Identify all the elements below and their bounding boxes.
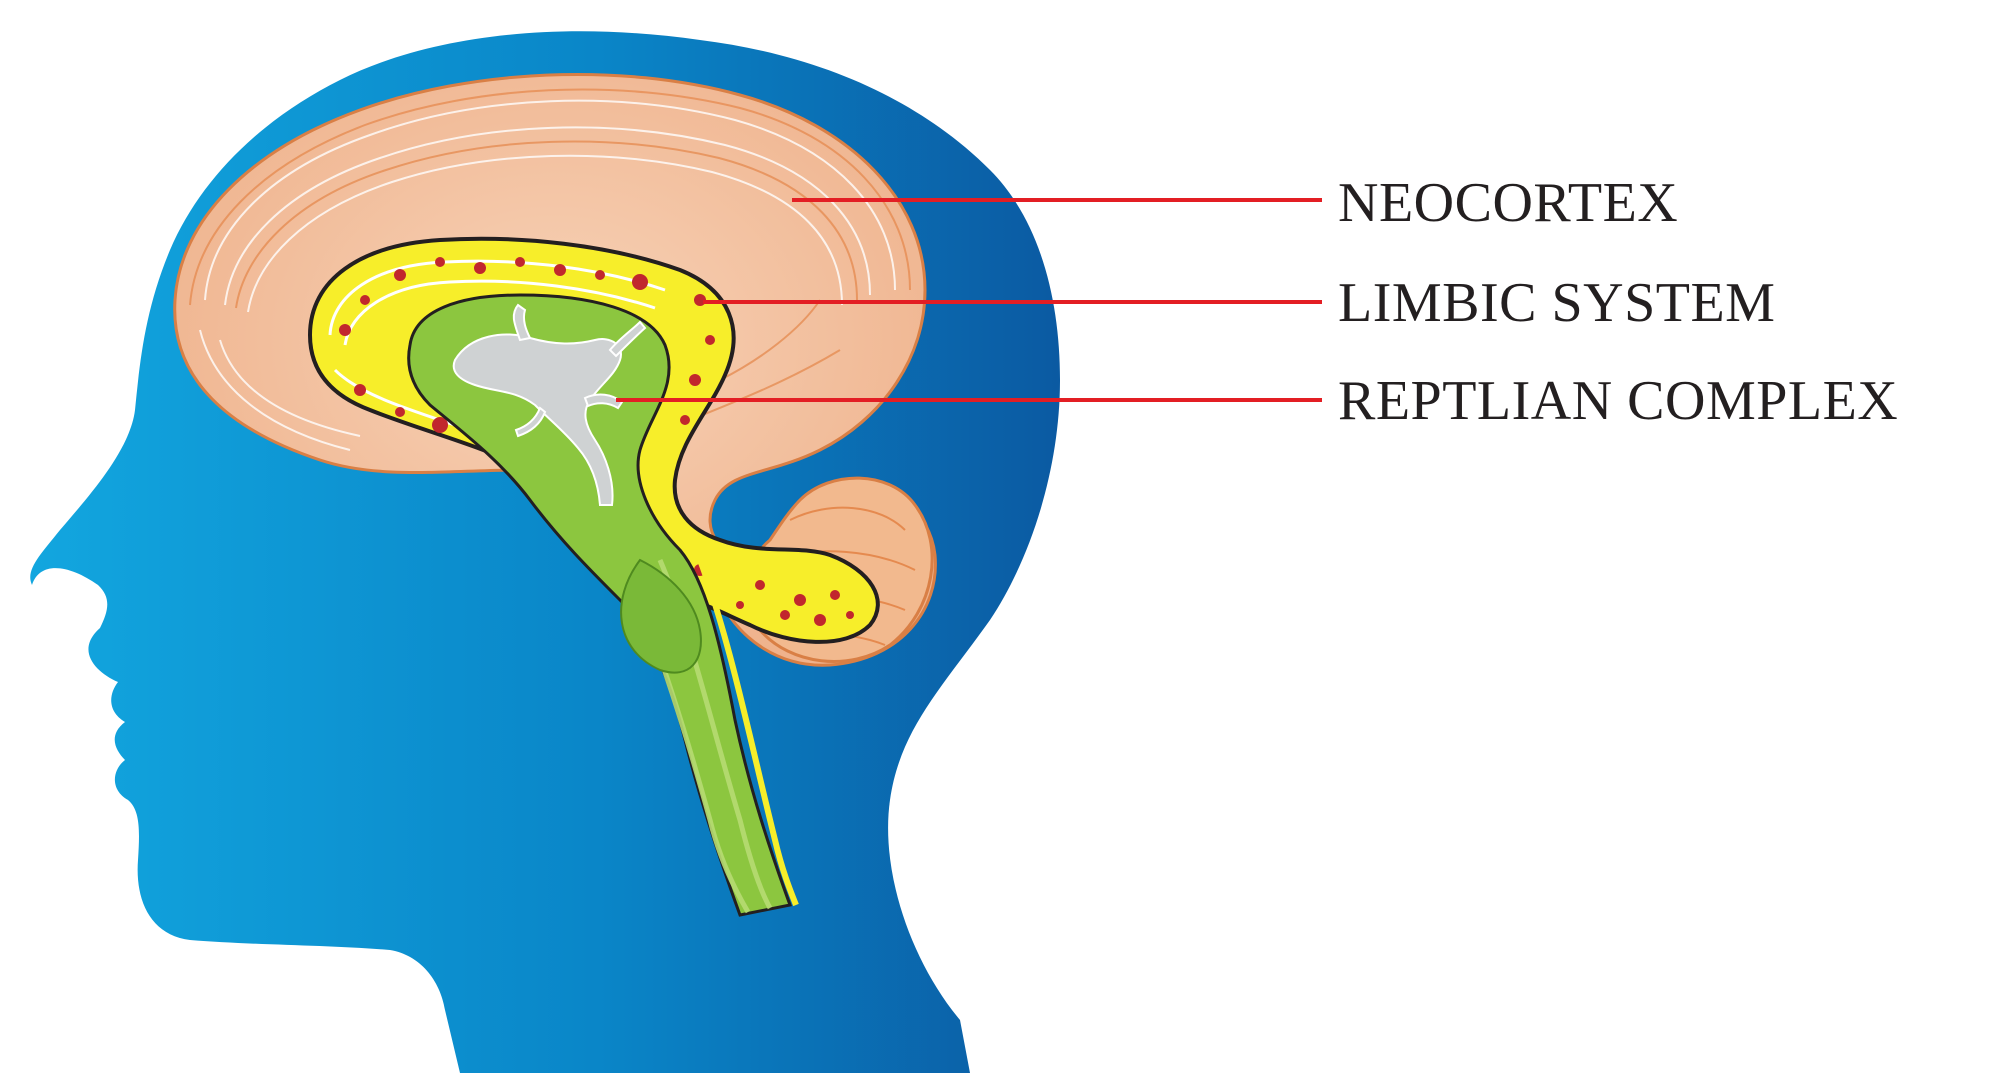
label-limbic-system: LIMBIC SYSTEM	[1338, 275, 1775, 331]
label-neocortex: NEOCORTEX	[1338, 175, 1678, 231]
label-reptilian-complex: REPTLIAN COMPLEX	[1338, 373, 1898, 429]
